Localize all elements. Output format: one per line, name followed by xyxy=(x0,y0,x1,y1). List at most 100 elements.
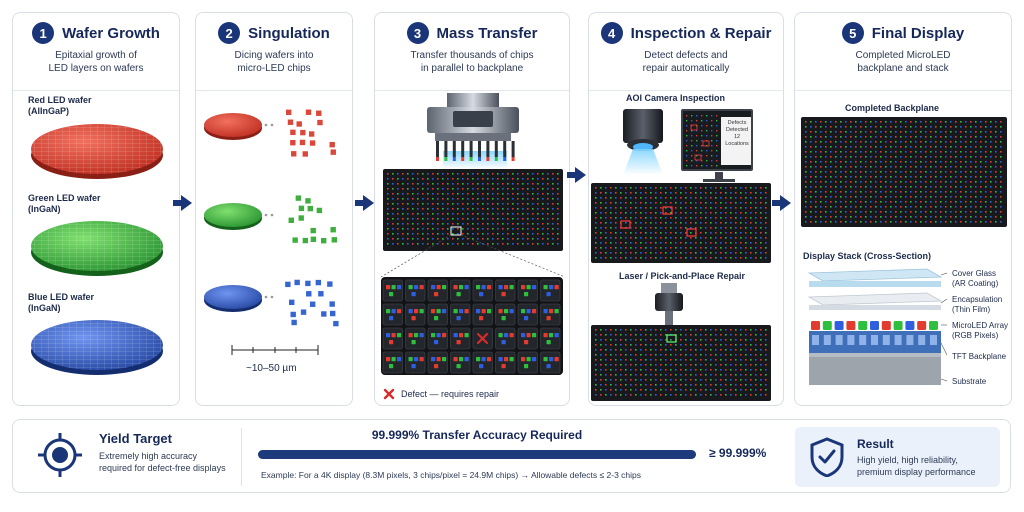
pixel-led xyxy=(805,166,807,168)
pixel-led xyxy=(502,178,504,180)
pixel-led xyxy=(825,186,827,188)
pixel-led xyxy=(482,243,484,245)
tft-circuit xyxy=(930,335,937,345)
pixel-led xyxy=(905,136,907,138)
pixel-led xyxy=(885,196,887,198)
pixel-led xyxy=(512,178,514,180)
pixel-led xyxy=(865,211,867,213)
pixel-led xyxy=(915,196,917,198)
pixel-led xyxy=(855,151,857,153)
pixel-led xyxy=(845,206,847,208)
pixel-led xyxy=(595,339,597,341)
zoom-pixel-cell xyxy=(517,351,538,374)
pixel-led xyxy=(605,369,607,371)
pixel-led xyxy=(417,183,419,185)
pixel-led xyxy=(610,207,612,209)
pixel-led xyxy=(815,176,817,178)
pixel-led xyxy=(740,252,742,254)
pixel-led xyxy=(700,334,702,336)
pixel-led xyxy=(895,121,897,123)
pixel-led xyxy=(467,223,469,225)
pixel-led xyxy=(995,186,997,188)
pixel-led xyxy=(650,187,652,189)
layer-label-substrate: Substrate xyxy=(952,377,987,386)
pixel-led xyxy=(402,233,404,235)
pixel-led xyxy=(655,187,657,189)
pixel-led xyxy=(600,237,602,239)
zoom-micro-led xyxy=(543,285,548,290)
pixel-led xyxy=(855,201,857,203)
pixel-led xyxy=(402,198,404,200)
pixel-led xyxy=(730,212,732,214)
pixel-led xyxy=(522,218,524,220)
tft-circuit xyxy=(894,335,902,345)
pixel-led xyxy=(720,334,722,336)
zoom-micro-led xyxy=(397,333,402,338)
pixel-led xyxy=(885,161,887,163)
pixel-led xyxy=(755,334,757,336)
pixel-led xyxy=(557,233,559,235)
pixel-led xyxy=(920,151,922,153)
pixel-led xyxy=(685,192,687,194)
pixel-led xyxy=(700,329,702,331)
pixel-led xyxy=(655,334,657,336)
pixel-led xyxy=(710,227,712,229)
pixel-led xyxy=(527,203,529,205)
pixel-led xyxy=(705,222,707,224)
pixel-led xyxy=(497,233,499,235)
pixel-led xyxy=(427,213,429,215)
pixel-led xyxy=(452,203,454,205)
pixel-led xyxy=(910,126,912,128)
pixel-led xyxy=(730,202,732,204)
pixel-led xyxy=(680,369,682,371)
pixel-led xyxy=(760,187,762,189)
pixel-led xyxy=(695,359,697,361)
pixel-led xyxy=(865,121,867,123)
pixel-led xyxy=(905,146,907,148)
pixel-led xyxy=(740,232,742,234)
pixel-led xyxy=(765,359,767,361)
pixel-led xyxy=(700,237,702,239)
pixel-led xyxy=(690,369,692,371)
zoom-micro-led xyxy=(408,357,413,362)
monitor-pixel xyxy=(691,160,693,162)
zoom-pixel-cell xyxy=(495,303,516,326)
pixel-led xyxy=(655,374,657,376)
pixel-led xyxy=(845,151,847,153)
pixel-led xyxy=(690,197,692,199)
pixel-led xyxy=(690,217,692,219)
pixel-led xyxy=(860,156,862,158)
pixel-led xyxy=(665,217,667,219)
pixel-led xyxy=(605,222,607,224)
pixel-led xyxy=(412,203,414,205)
pixel-led xyxy=(725,349,727,351)
pixel-led xyxy=(755,329,757,331)
zoom-micro-led xyxy=(436,285,441,290)
pixel-led xyxy=(502,198,504,200)
tft-circuit xyxy=(847,335,855,345)
zoom-micro-led xyxy=(481,309,486,314)
pixel-led xyxy=(990,176,992,178)
pixel-led xyxy=(397,178,399,180)
pixel-led xyxy=(710,207,712,209)
tft-circuit xyxy=(835,335,843,345)
pixel-led xyxy=(517,238,519,240)
accuracy-title: 99.999% Transfer Accuracy Required xyxy=(371,428,583,442)
monitor-pixel xyxy=(716,145,718,147)
pixel-led xyxy=(915,131,917,133)
pixel-led xyxy=(810,211,812,213)
pixel-led xyxy=(915,186,917,188)
pixel-led xyxy=(670,329,672,331)
pixel-led xyxy=(730,217,732,219)
transfer-stamp-head xyxy=(427,93,519,169)
zoom-micro-led xyxy=(386,309,391,314)
zoom-micro-led xyxy=(532,285,537,290)
pixel-led xyxy=(680,197,682,199)
zoom-micro-led xyxy=(546,292,551,297)
small-wafer-blue xyxy=(204,285,262,312)
pixel-led xyxy=(552,243,554,245)
pixel-led xyxy=(615,207,617,209)
pixel-led xyxy=(680,394,682,396)
pixel-led xyxy=(740,374,742,376)
pixel-led xyxy=(985,121,987,123)
